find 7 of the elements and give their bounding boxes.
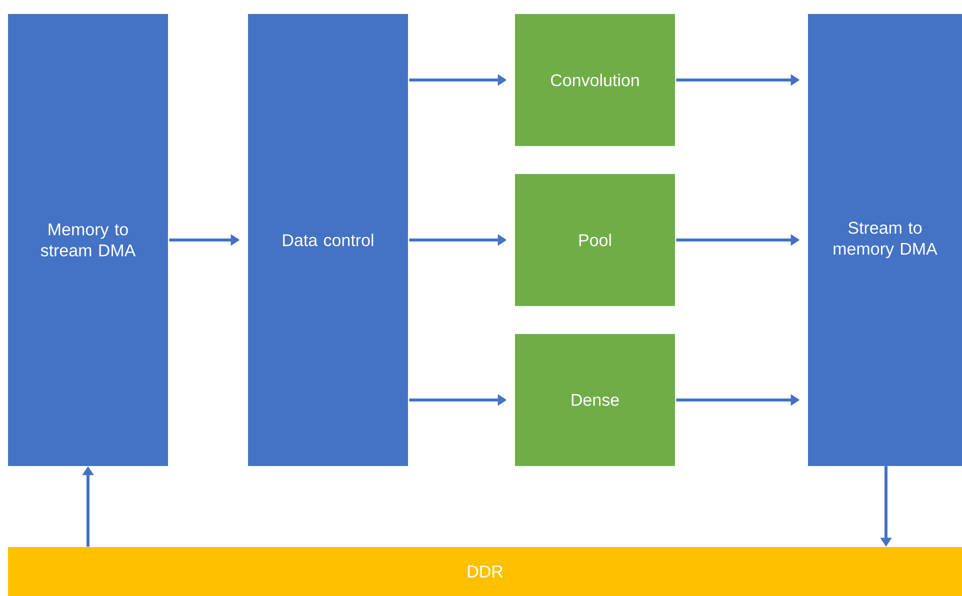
module-block: Data control [248,14,408,466]
layer-block: Convolution [515,14,675,146]
module-block: Memory to stream DMA [8,14,168,466]
layer-block: Dense [515,334,675,466]
module-block: Stream to memory DMA [808,14,962,466]
memory-bar: DDR [8,546,962,596]
layer-block: Pool [515,174,675,306]
